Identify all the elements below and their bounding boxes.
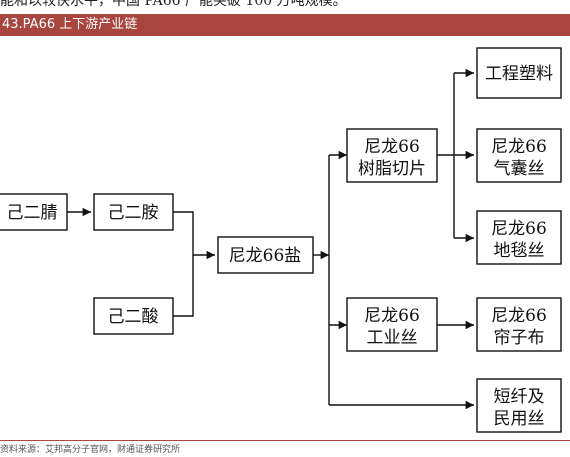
source-note: 资料来源：艾邦高分子官网，财通证券研究所: [0, 445, 181, 455]
node-box-n2: [93, 193, 174, 231]
node-n6-label-line1: 尼龙66: [364, 306, 420, 326]
node-n6-label-line2: 工业丝: [367, 328, 418, 348]
partial-top-text: 能和以较快水平，中国 PA66 产能突破 100 万吨规模。: [0, 0, 347, 9]
node-n11-label-line2: 帘子布: [494, 328, 545, 348]
node-box-n9: [476, 128, 562, 183]
node-box-n6: [346, 297, 438, 352]
node-box-n4: [217, 236, 314, 274]
node-box-n10: [476, 210, 562, 265]
node-box-n7: [476, 378, 562, 433]
node-n10-label-line1: 尼龙66: [491, 219, 547, 239]
node-n4-label: 尼龙66盐: [229, 246, 302, 266]
node-boxes: [0, 47, 562, 433]
connector-lines: [67, 68, 474, 410]
node-box-n11: [476, 297, 562, 352]
node-box-n8: [476, 47, 562, 99]
connector-n2-merge: [173, 211, 194, 317]
node-n7-label-line2: 民用丝: [494, 409, 545, 429]
node-box-n1: [0, 193, 68, 231]
node-n5-label-line2: 树脂切片: [358, 159, 426, 179]
node-box-n5: [346, 128, 438, 183]
node-box-n3: [93, 297, 174, 335]
node-n9-label-line2: 气囊丝: [494, 159, 545, 179]
node-labels: 己二腈 己二胺 己二酸 尼龙66盐 尼龙66 树脂切片 尼龙66 工业丝 短纤及…: [7, 64, 554, 429]
node-n5-label-line1: 尼龙66: [364, 137, 420, 157]
node-n2-label: 己二胺: [108, 203, 159, 223]
node-n7-label-line1: 短纤及: [494, 387, 545, 407]
node-n3-label: 己二酸: [108, 307, 159, 327]
node-n9-label-line1: 尼龙66: [491, 137, 547, 157]
footer-divider: [0, 440, 570, 441]
node-n8-label: 工程塑料: [485, 64, 553, 84]
node-n1-label: 己二腈: [7, 203, 58, 223]
figure-title: 43.PA66 上下游产业链: [0, 14, 570, 36]
node-n11-label-line1: 尼龙66: [491, 306, 547, 326]
node-n10-label-line2: 地毯丝: [494, 241, 545, 261]
